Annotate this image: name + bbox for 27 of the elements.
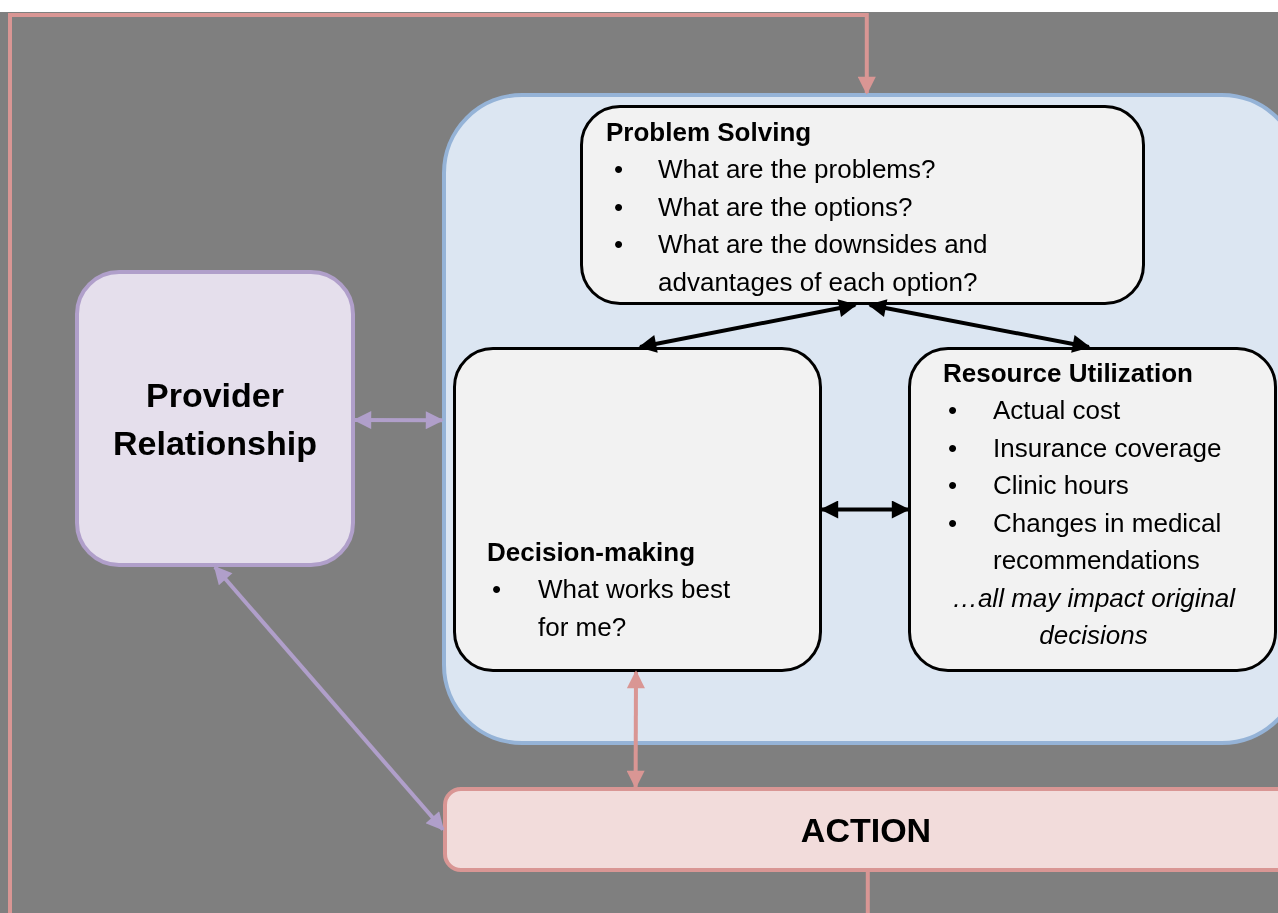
- arrow: [8, 13, 876, 913]
- bullet-item: • What are the options?: [613, 190, 914, 224]
- note-text: …all may impact original decisions: [950, 581, 1237, 652]
- rounded-box: [453, 347, 822, 672]
- double-arrow: [820, 500, 910, 519]
- double-arrow: [626, 670, 645, 789]
- bullet-item: • Actual cost: [947, 394, 1122, 427]
- bullet-item: • Changes in medical recommendations: [947, 506, 1223, 577]
- box-heading: Problem Solving: [606, 116, 813, 149]
- double-arrow: [353, 411, 444, 430]
- double-arrow: [213, 565, 445, 831]
- box-heading: Decision-making: [487, 536, 697, 569]
- bullet-item: • What are the problems?: [613, 153, 937, 186]
- bullet-item: • What works best for me?: [491, 573, 732, 644]
- rounded-box: [443, 787, 1278, 872]
- bullet-item: • Insurance coverage: [947, 431, 1223, 465]
- double-arrow: [638, 299, 857, 353]
- bullet-item: • Clinic hours: [947, 469, 1130, 502]
- rounded-box: [75, 270, 355, 567]
- double-arrow: [868, 299, 1091, 353]
- group-panel: [442, 93, 1278, 745]
- rounded-box: [580, 105, 1145, 305]
- box-heading: Resource Utilization: [943, 357, 1194, 390]
- rounded-box: [908, 347, 1277, 672]
- bullet-item: • What are the downsides and advantages of each option?: [613, 228, 989, 299]
- box-title: Provider Relationship: [112, 374, 318, 464]
- box-title: ACTION: [800, 809, 932, 851]
